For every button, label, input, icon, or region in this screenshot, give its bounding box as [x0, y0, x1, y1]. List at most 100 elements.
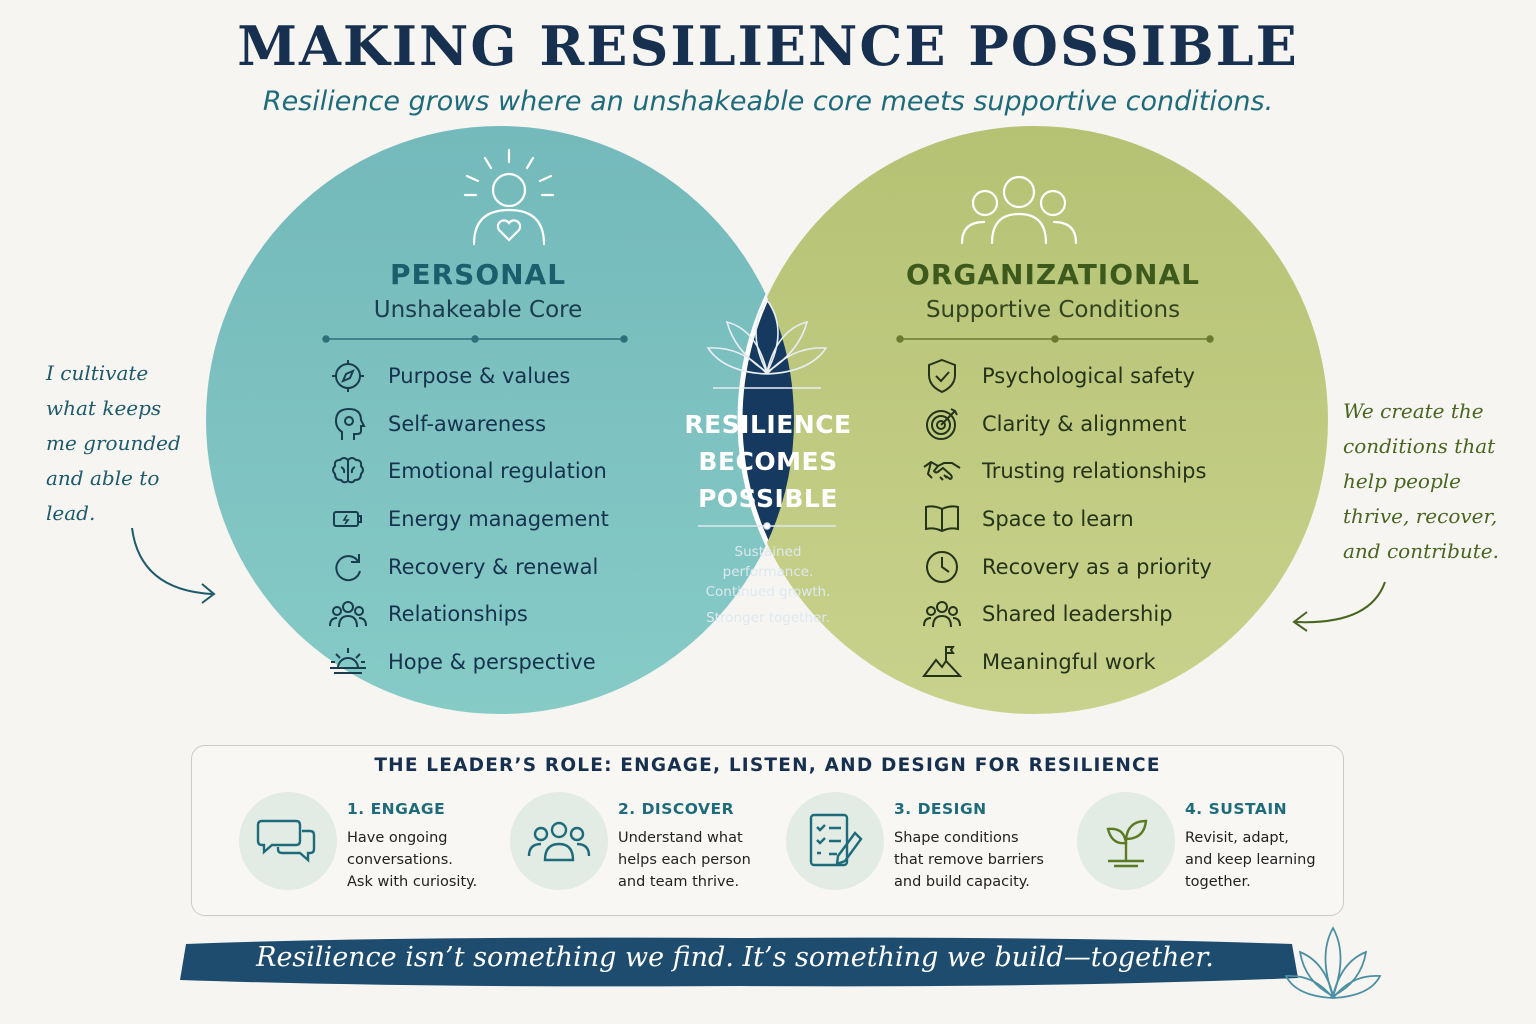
- organizational-header: ORGANIZATIONAL Supportive Conditions: [880, 258, 1226, 323]
- note-line: help people: [1343, 469, 1461, 493]
- step-description: Understand what helps each person and te…: [618, 827, 768, 893]
- left-arrow-head: [201, 583, 216, 604]
- list-item: Meaningful work: [918, 638, 1212, 686]
- personal-circle: [206, 126, 794, 714]
- refresh-icon: [324, 547, 372, 587]
- note-line: thrive, recover,: [1343, 504, 1498, 528]
- note-line: We create the: [1343, 399, 1484, 423]
- organizational-subtitle: Supportive Conditions: [925, 297, 1181, 323]
- compass-icon: [324, 356, 372, 396]
- list-item: Clarity & alignment: [918, 400, 1212, 448]
- center-title-line: POSSIBLE: [698, 484, 838, 513]
- step-line: Revisit, adapt,: [1185, 830, 1289, 846]
- brain-icon: [324, 451, 372, 491]
- list-item: Emotional regulation: [324, 447, 609, 495]
- checklist-pencil-icon: [786, 792, 884, 890]
- right-arrow-head: [1292, 611, 1308, 632]
- leader-role-title: THE LEADER’S ROLE: ENGAGE, LISTEN, AND D…: [374, 755, 1161, 776]
- target-icon: [918, 404, 966, 444]
- organizational-circle: [740, 126, 1328, 714]
- personal-divider: [322, 335, 628, 343]
- list-item: Trusting relationships: [918, 447, 1212, 495]
- clock-icon: [918, 547, 966, 587]
- center-subtext-line: Continued growth.: [705, 584, 831, 600]
- page-subtitle: Resilience grows where an unshakeable co…: [262, 86, 1274, 117]
- step-line: Understand what: [618, 830, 743, 846]
- right-note: We create the conditions that help peopl…: [1343, 394, 1513, 569]
- sprout-icon: [1077, 792, 1175, 890]
- note-line: and able to: [46, 466, 160, 490]
- list-item: Shared leadership: [918, 590, 1212, 638]
- list-item: Space to learn: [918, 495, 1212, 543]
- center-subtext: Sustained performance. Continued growth.: [670, 542, 866, 602]
- step-line: and keep learning: [1185, 852, 1316, 868]
- note-line: I cultivate: [46, 361, 149, 385]
- footer-lotus-icon: [1284, 926, 1382, 999]
- organizational-title: ORGANIZATIONAL: [906, 258, 1200, 291]
- intersection-lens: [737, 126, 794, 714]
- note-line: and contribute.: [1343, 539, 1499, 563]
- lotus-icon: [706, 298, 828, 389]
- step-line: and team thrive.: [618, 874, 740, 890]
- battery-icon: [324, 499, 372, 539]
- step-line: conversations.: [347, 852, 453, 868]
- list-item: Hope & perspective: [324, 638, 609, 686]
- step-engage: 1. ENGAGE Have ongoing conversations. As…: [239, 792, 497, 893]
- personal-subtitle: Unshakeable Core: [373, 297, 583, 323]
- left-note: I cultivate what keeps me grounded and a…: [46, 356, 196, 531]
- note-line: conditions that: [1343, 434, 1496, 458]
- center-tagline: Stronger together.: [706, 610, 830, 626]
- page-title: MAKING RESILIENCE POSSIBLE: [237, 14, 1299, 78]
- step-description: Shape conditions that remove barriers an…: [894, 827, 1044, 893]
- step-discover: 2. DISCOVER Understand what helps each p…: [510, 792, 768, 893]
- personal-header: PERSONAL Unshakeable Core: [300, 258, 656, 323]
- personal-title: PERSONAL: [389, 258, 567, 291]
- footer-quote: Resilience isn’t something we find. It’s…: [256, 942, 1214, 973]
- personal-list: Purpose & values Self-awareness Emotiona…: [324, 352, 609, 686]
- organizational-list: Psychological safety Clarity & alignment…: [918, 352, 1212, 686]
- center-title-line: BECOMES: [698, 447, 838, 476]
- step-line: that remove barriers: [894, 852, 1044, 868]
- step-title: 2. DISCOVER: [618, 800, 735, 818]
- note-line: what keeps: [46, 396, 162, 420]
- step-title: 3. DESIGN: [894, 800, 987, 818]
- step-line: Shape conditions: [894, 830, 1019, 846]
- sunrise-icon: [324, 642, 372, 682]
- shield-check-icon: [918, 356, 966, 396]
- handshake-icon: [918, 451, 966, 491]
- step-description: Revisit, adapt, and keep learning togeth…: [1185, 827, 1335, 893]
- step-design: 3. DESIGN Shape conditions that remove b…: [786, 792, 1044, 893]
- group-icon: [960, 175, 1078, 245]
- step-line: together.: [1185, 874, 1251, 890]
- note-line: lead.: [46, 501, 96, 525]
- list-item: Psychological safety: [918, 352, 1212, 400]
- organizational-divider: [896, 335, 1214, 343]
- chat-bubbles-icon: [239, 792, 337, 890]
- note-line: me grounded: [46, 431, 181, 455]
- list-item: Recovery & renewal: [324, 543, 609, 591]
- list-item: Purpose & values: [324, 352, 609, 400]
- center-subtext-line: performance.: [722, 564, 814, 580]
- step-title: 1. ENGAGE: [347, 800, 446, 818]
- people-icon: [918, 594, 966, 634]
- book-icon: [918, 499, 966, 539]
- head-profile-icon: [324, 404, 372, 444]
- list-item: Self-awareness: [324, 400, 609, 448]
- step-line: Ask with curiosity.: [347, 874, 478, 890]
- center-title-line: RESILIENCE: [684, 410, 852, 439]
- people-icon: [324, 594, 372, 634]
- list-item: Recovery as a priority: [918, 543, 1212, 591]
- team-icon: [510, 792, 608, 890]
- right-note-arrow: [1295, 581, 1386, 624]
- person-heart-icon: [463, 148, 555, 246]
- step-description: Have ongoing conversations. Ask with cur…: [347, 827, 497, 893]
- list-item: Relationships: [324, 590, 609, 638]
- step-line: and build capacity.: [894, 874, 1030, 890]
- center-title: RESILIENCE BECOMES POSSIBLE: [660, 406, 876, 517]
- mountain-flag-icon: [918, 642, 966, 682]
- left-note-arrow: [131, 527, 213, 595]
- center-divider: [698, 522, 836, 530]
- footer-banner: [180, 937, 1298, 987]
- step-title: 4. SUSTAIN: [1185, 800, 1288, 818]
